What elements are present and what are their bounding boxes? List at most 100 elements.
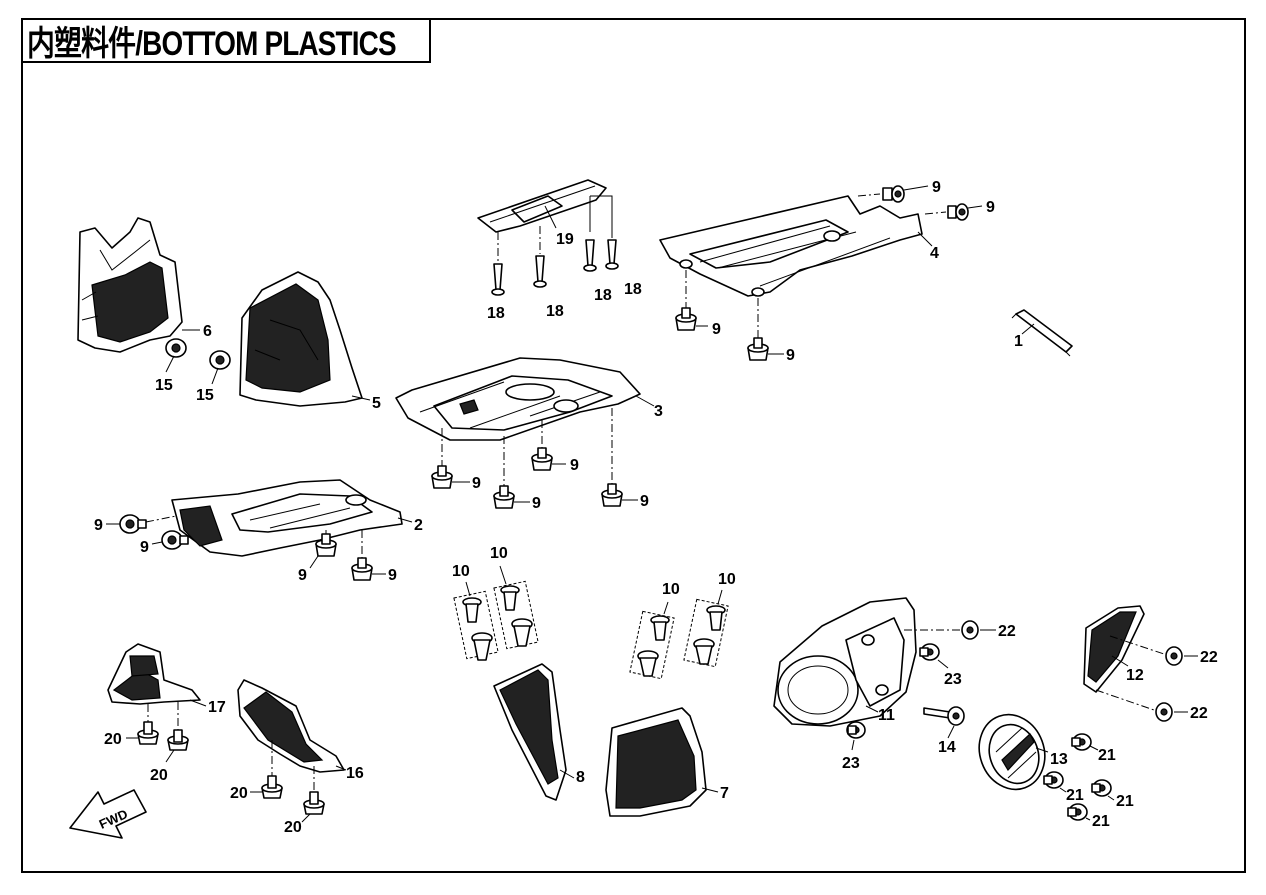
bolt-9-d: [747, 298, 769, 361]
callout-9-l: 9: [298, 567, 307, 584]
bolt-9-k: [161, 530, 189, 550]
part-15-grommet-b: [209, 350, 231, 370]
callout-10-c: 10: [662, 581, 680, 598]
callout-6: 6: [203, 323, 212, 340]
fastener-10-a: [453, 590, 499, 661]
bolt-23-a: [919, 643, 940, 661]
callout-1: 1: [1014, 333, 1023, 350]
callout-20-d: 20: [284, 819, 302, 836]
bolt-9-h: [601, 408, 623, 507]
rivet-18-d: [605, 239, 619, 270]
callout-10-d: 10: [718, 571, 736, 588]
callout-9-m: 9: [388, 567, 397, 584]
grommet-22-c: [1095, 689, 1173, 722]
callout-5: 5: [372, 395, 381, 412]
callout-9-j: 9: [94, 517, 103, 534]
callout-22-a: 22: [998, 623, 1016, 640]
callout-9-a: 9: [932, 179, 941, 196]
callout-9-k: 9: [140, 539, 149, 556]
bolt-9-j: [119, 514, 177, 534]
callout-22-c: 22: [1190, 705, 1208, 722]
bolt-20-a: [137, 704, 159, 745]
part-12-cover: [1083, 605, 1145, 693]
callout-18-b: 18: [546, 303, 564, 320]
callout-9-b: 9: [986, 199, 995, 216]
callout-21-b: 21: [1066, 787, 1084, 804]
part-15-grommet-a: [165, 338, 187, 358]
callout-21-c: 21: [1116, 793, 1134, 810]
callout-23-b: 23: [842, 755, 860, 772]
bolt-21-c: [1091, 779, 1112, 797]
bolt-21-d: [1067, 803, 1088, 821]
part-6-panel: [77, 217, 183, 353]
part-5-panel: [239, 271, 363, 407]
callout-19: 19: [556, 231, 574, 248]
bolt-9-c: [675, 270, 697, 331]
bolt-23-b: [846, 721, 866, 739]
callout-20-c: 20: [230, 785, 248, 802]
callout-14: 14: [938, 739, 956, 756]
callout-9-c: 9: [712, 321, 721, 338]
part-2-skid-plate: [171, 479, 403, 557]
fastener-10-c: [629, 610, 675, 680]
callout-12: 12: [1126, 667, 1144, 684]
part-17-panel: [107, 643, 201, 705]
callout-21-a: 21: [1098, 747, 1116, 764]
bolt-9-a: [857, 185, 905, 203]
callout-9-i: 9: [640, 493, 649, 510]
callout-16: 16: [346, 765, 364, 782]
callout-13: 13: [1050, 751, 1068, 768]
callout-18-d: 18: [624, 281, 642, 298]
grommet-22-a: [904, 620, 979, 640]
callout-11: 11: [878, 707, 895, 724]
bolt-20-d: [303, 766, 325, 815]
callout-4: 4: [930, 245, 939, 262]
callout-22-b: 22: [1200, 649, 1218, 666]
bolt-9-b: [924, 203, 969, 221]
part-3-skid-plate: [395, 357, 641, 441]
page-title: 内塑料件/BOTTOM PLASTICS: [27, 25, 397, 63]
callout-15-b: 15: [196, 387, 214, 404]
bolt-21-b: [1043, 771, 1064, 789]
callout-20-a: 20: [104, 731, 122, 748]
bolt-20-c: [261, 740, 283, 799]
part-11-cover: [773, 597, 917, 727]
bolt-9-e: [431, 428, 453, 489]
rivet-18-c: [583, 239, 597, 272]
callout-23-a: 23: [944, 671, 962, 688]
rivet-18-a: [491, 232, 505, 296]
callout-18-c: 18: [594, 287, 612, 304]
bolt-9-l: [315, 530, 337, 557]
title-box: 内塑料件/BOTTOM PLASTICS: [21, 18, 431, 63]
part-7-panel: [605, 707, 707, 817]
part-16-panel: [237, 679, 345, 773]
callout-3: 3: [654, 403, 663, 420]
part-1-strap: [1011, 309, 1073, 357]
callout-18-a: 18: [487, 305, 505, 322]
fastener-10-d: [683, 598, 729, 668]
part-8-panel: [493, 663, 567, 801]
part-19-bracket: [477, 179, 607, 233]
rivet-18-b: [533, 226, 547, 288]
bolt-21-a: [1071, 733, 1092, 751]
callout-10-b: 10: [490, 545, 508, 562]
callout-15-a: 15: [155, 377, 173, 394]
callout-7: 7: [720, 785, 729, 802]
fwd-arrow: FWD: [69, 789, 147, 839]
bolt-9-g: [531, 420, 553, 471]
grommet-22-b: [1109, 635, 1183, 666]
callout-17: 17: [208, 699, 226, 716]
callout-9-d: 9: [786, 347, 795, 364]
bolt-9-f: [493, 436, 515, 509]
callout-9-g: 9: [570, 457, 579, 474]
callout-20-b: 20: [150, 767, 168, 784]
fastener-10-b: [493, 580, 539, 650]
part-13-cover: [978, 713, 1046, 791]
callout-9-e: 9: [472, 475, 481, 492]
bolt-20-b: [167, 702, 189, 751]
callout-8: 8: [576, 769, 585, 786]
callout-10-a: 10: [452, 563, 470, 580]
bolt-9-m: [351, 530, 373, 581]
callout-21-d: 21: [1092, 813, 1110, 830]
